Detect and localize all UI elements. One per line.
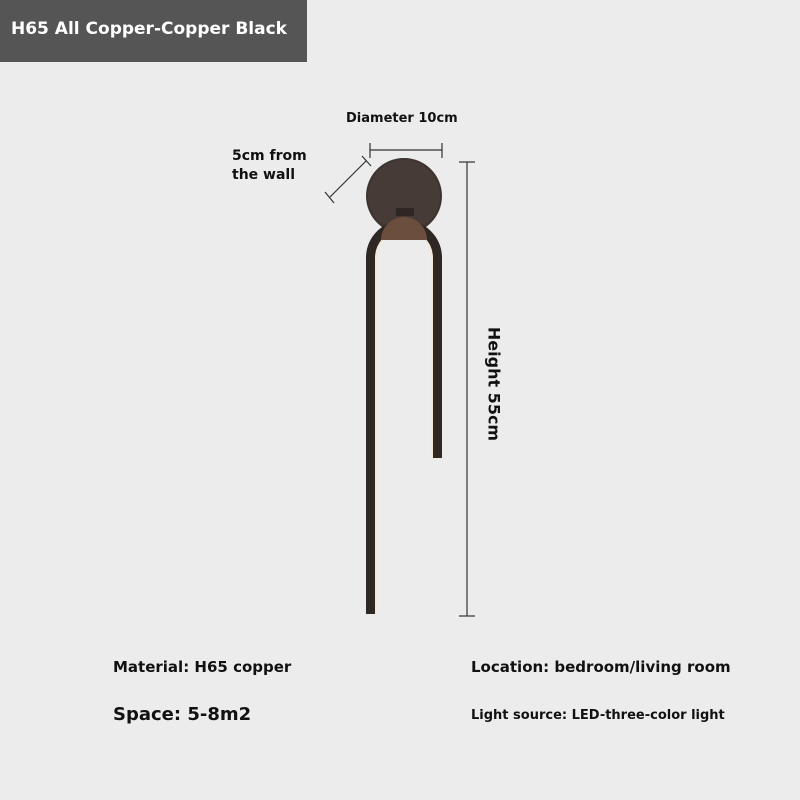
- material-spec: Material: H65 copper: [113, 658, 292, 676]
- diameter-label: Diameter 10cm: [346, 111, 458, 126]
- height-label: Height 55cm: [484, 326, 504, 442]
- lamp-glow-strip: [375, 229, 433, 614]
- light-source-spec: Light source: LED-three-color light: [471, 708, 725, 723]
- diameter-dimension: [369, 143, 443, 158]
- space-spec: Space: 5-8m2: [113, 704, 252, 725]
- location-spec: Location: bedroom/living room: [471, 658, 731, 676]
- lamp-tube: [366, 220, 442, 614]
- wall-distance-dimension: [324, 155, 372, 204]
- height-dimension: [459, 161, 475, 617]
- lamp-bowl: [381, 217, 427, 240]
- wall-distance-label: 5cm from the wall: [232, 148, 307, 183]
- product-title: H65 All Copper-Copper Black: [0, 0, 307, 62]
